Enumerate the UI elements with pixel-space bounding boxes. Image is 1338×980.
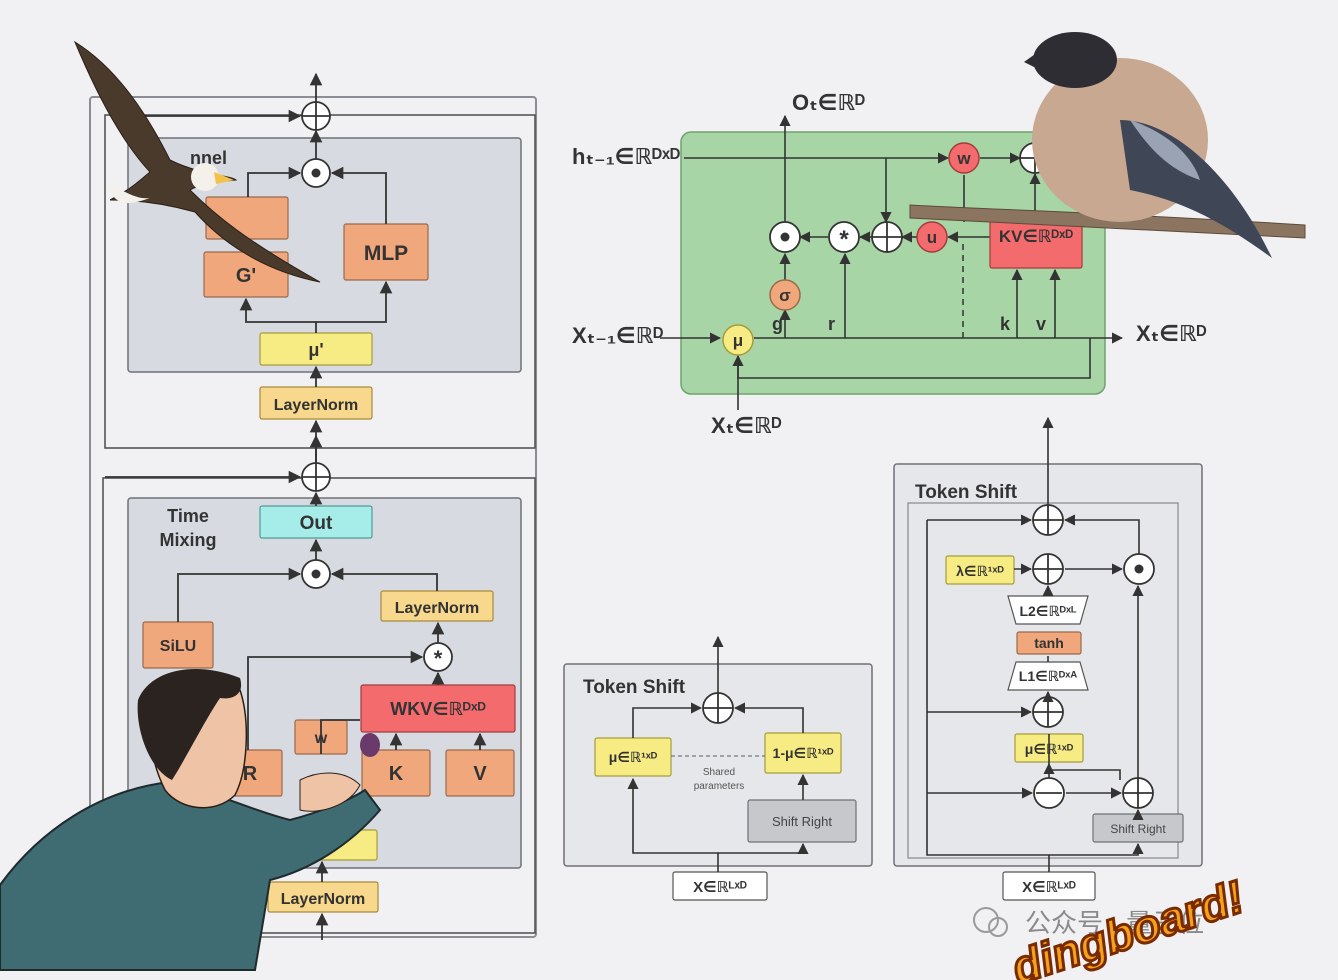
dd-arrows	[926, 416, 1144, 872]
cell-mu-node	[722, 324, 754, 356]
cell-k-label: k	[1000, 314, 1011, 334]
ts-x-input-box	[672, 871, 768, 901]
cell-star-symbol: *	[839, 226, 849, 253]
cell-u-node	[916, 221, 948, 253]
cartoon-man-sticker	[0, 669, 382, 971]
dd-lambda-label: λ∈ℝ¹ˣᴰ	[956, 563, 1004, 579]
dd-tanh-label: tanh	[1034, 635, 1064, 651]
layernorm-bottom-label: LayerNorm	[281, 891, 365, 908]
dd-l1-label: L1∈ℝᴰˣᴬ	[1019, 668, 1078, 684]
mlp-label: MLP	[364, 242, 408, 265]
layernorm-channel-label: LayerNorm	[274, 397, 358, 414]
token-shift-ddlerp-title: Token Shift	[915, 482, 1018, 503]
wkv-label: WKV∈ℝᴰˣᴰ	[390, 699, 486, 719]
cell-mu-label: μ	[733, 331, 743, 350]
ts-shared-line1: Shared	[703, 767, 735, 778]
wechat-icon	[973, 907, 999, 933]
cell-r-label: r	[828, 314, 835, 334]
v-label: V	[473, 763, 487, 785]
channel-mixing-title: nnel	[190, 148, 227, 168]
dd-l1-box	[1007, 661, 1089, 691]
layernorm-time-label: LayerNorm	[395, 600, 479, 617]
token-shift-simple-title: Token Shift	[583, 677, 686, 698]
channel-arrows	[130, 72, 393, 462]
x-prev-label: Xₜ₋₁∈ℝᴰ	[572, 323, 663, 348]
cell-star-op	[828, 221, 860, 253]
cell-sigma-label: σ	[779, 286, 791, 305]
ts-one-minus-mu-label: 1-μ∈ℝ¹ˣᴰ	[773, 745, 835, 761]
star-op-time-symbol: *	[434, 646, 443, 671]
x-in-label: Xₜ∈ℝᴰ	[711, 413, 782, 438]
dd-x-input-label: X∈ℝᴸˣᴰ	[1022, 879, 1076, 896]
token-shift-simple: Token Shift μ∈ℝ¹ˣᴰ 1-μ∈ℝ¹ˣᴰ Shared param…	[563, 635, 873, 901]
eagle-sticker	[73, 40, 321, 283]
cell-v-label: v	[1036, 314, 1046, 334]
k-label: K	[389, 763, 404, 785]
dd-tanh-box	[1016, 631, 1082, 655]
dd-l2-box	[1007, 595, 1089, 625]
bullfinch-sticker	[909, 32, 1306, 258]
dd-shift-right-label: Shift Right	[1110, 822, 1166, 836]
ts-shift-right-label: Shift Right	[772, 814, 832, 829]
cell-w-label: w	[956, 149, 971, 168]
recurrent-cell: Oₜ∈ℝᴰ hₜ₋₁∈ℝᴰˣᴰ Xₜ₋₁∈ℝᴰ Xₜ∈ℝᴰ Xₜ∈ℝᴰ	[572, 90, 1207, 438]
ts-shared-line2: parameters	[694, 781, 745, 792]
wechat-watermark: 公众号 · 量子位	[973, 907, 1204, 938]
ts-arrows	[627, 635, 809, 872]
h-prev-label: hₜ₋₁∈ℝᴰˣᴰ	[572, 144, 680, 169]
ts-shift-right-box	[747, 799, 857, 843]
ts-x-input-label: X∈ℝᴸˣᴰ	[693, 879, 747, 896]
x-out-label: Xₜ∈ℝᴰ	[1136, 321, 1207, 346]
cell-arrows	[660, 114, 1124, 410]
cell-w-node	[948, 142, 980, 174]
ts-mu-label: μ∈ℝ¹ˣᴰ	[609, 749, 658, 765]
time-arrows	[105, 434, 487, 940]
out-label: Out	[300, 513, 333, 534]
dd-l2-label: L2∈ℝᴰˣᴸ	[1019, 603, 1077, 619]
watermark-text: 公众号 · 量子位	[1025, 908, 1204, 938]
cell-g-label: g	[772, 314, 783, 334]
cell-u-label: u	[927, 228, 937, 247]
token-shift-ddlerp: Token Shift λ∈ℝ¹ˣᴰ L2∈ℝᴰˣᴸ tanh L1∈ℝᴰˣᴬ …	[893, 416, 1203, 901]
cell-kv-label: KV∈ℝᴰˣᴰ	[999, 227, 1073, 246]
mu-prime-label: μ'	[308, 340, 323, 360]
r-label: R	[243, 763, 258, 785]
o-output-label: Oₜ∈ℝᴰ	[792, 90, 865, 115]
time-mixing-title-1: Time	[167, 506, 209, 526]
time-mixing-title-2: Mixing	[160, 530, 217, 550]
dd-lambda-box	[945, 555, 1015, 585]
cell-body	[680, 131, 1106, 395]
silu-label: SiLU	[160, 638, 196, 655]
g-prime-label: G'	[236, 265, 256, 287]
cell-sigma-node	[769, 279, 801, 311]
